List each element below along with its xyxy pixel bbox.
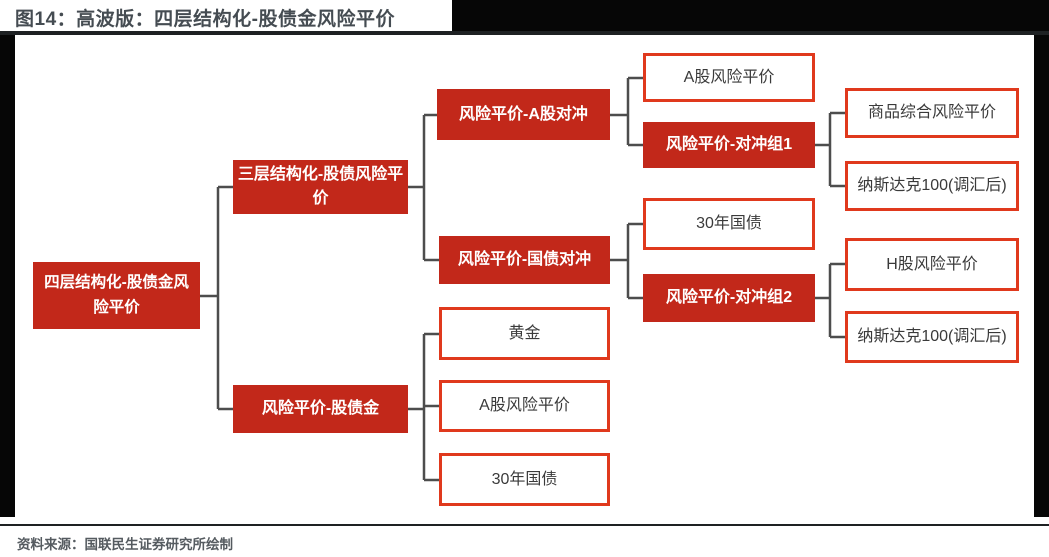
node-commodity-composite-rp: 商品综合风险平价 — [845, 88, 1019, 138]
right-border-bar — [1034, 35, 1049, 517]
node-nasdaq-100-fx-adj-1: 纳斯达克100(调汇后) — [845, 161, 1019, 211]
node-rp-hedge-group-2: 风险平价-对冲组2 — [643, 274, 815, 322]
node-label: A股风险平价 — [683, 68, 775, 86]
node-gold: 黄金 — [439, 307, 610, 360]
node-label: 纳斯达克100(调汇后) — [857, 177, 1007, 194]
node-h-share-rp: H股风险平价 — [845, 238, 1019, 291]
node-a-share-rp-bottom: A股风险平价 — [439, 380, 610, 432]
node-three-layer-stock-bond-rp: 三层结构化-股债风险平价 — [233, 160, 408, 214]
node-label: 四层结构化-股债金风险平价 — [44, 273, 189, 316]
node-label: A股风险平价 — [479, 397, 570, 414]
node-label: 风险平价-股债金 — [261, 400, 380, 417]
node-a-share-rp-top: A股风险平价 — [643, 53, 815, 102]
figure-source: 资料来源：国联民生证券研究所绘制 — [17, 537, 233, 552]
node-rp-stock-bond-gold: 风险平价-股债金 — [233, 385, 408, 433]
title-underline-rule — [0, 31, 1049, 35]
node-label: 风险平价-对冲组1 — [665, 136, 793, 153]
top-border-bar — [452, 0, 1049, 33]
node-treasury-30y-bottom: 30年国债 — [439, 453, 610, 506]
node-nasdaq-100-fx-adj-2: 纳斯达克100(调汇后) — [845, 311, 1019, 363]
node-rp-treasury-hedge: 风险平价-国债对冲 — [439, 236, 610, 284]
footer-divider-rule — [0, 524, 1049, 526]
left-border-bar — [0, 35, 15, 517]
node-label: 纳斯达克100(调汇后) — [857, 328, 1007, 345]
node-label: 30年国债 — [491, 470, 558, 488]
node-label: 风险平价-国债对冲 — [457, 251, 592, 268]
node-treasury-30y-mid: 30年国债 — [643, 198, 815, 250]
node-label: H股风险平价 — [886, 255, 978, 273]
node-label: 风险平价-A股对冲 — [459, 105, 588, 123]
node-label: 风险平价-对冲组2 — [665, 289, 793, 306]
node-label: 商品综合风险平价 — [867, 104, 996, 121]
node-label: 三层结构化-股债风险平价 — [237, 166, 404, 207]
node-label: 黄金 — [508, 324, 541, 342]
node-label: 30年国债 — [696, 215, 762, 232]
node-root: 四层结构化-股债金风险平价 — [33, 262, 200, 329]
node-rp-hedge-group-1: 风险平价-对冲组1 — [643, 122, 815, 168]
node-rp-a-share-hedge: 风险平价-A股对冲 — [437, 89, 610, 140]
figure-title: 图14：高波版：四层结构化-股债金风险平价 — [15, 9, 395, 30]
